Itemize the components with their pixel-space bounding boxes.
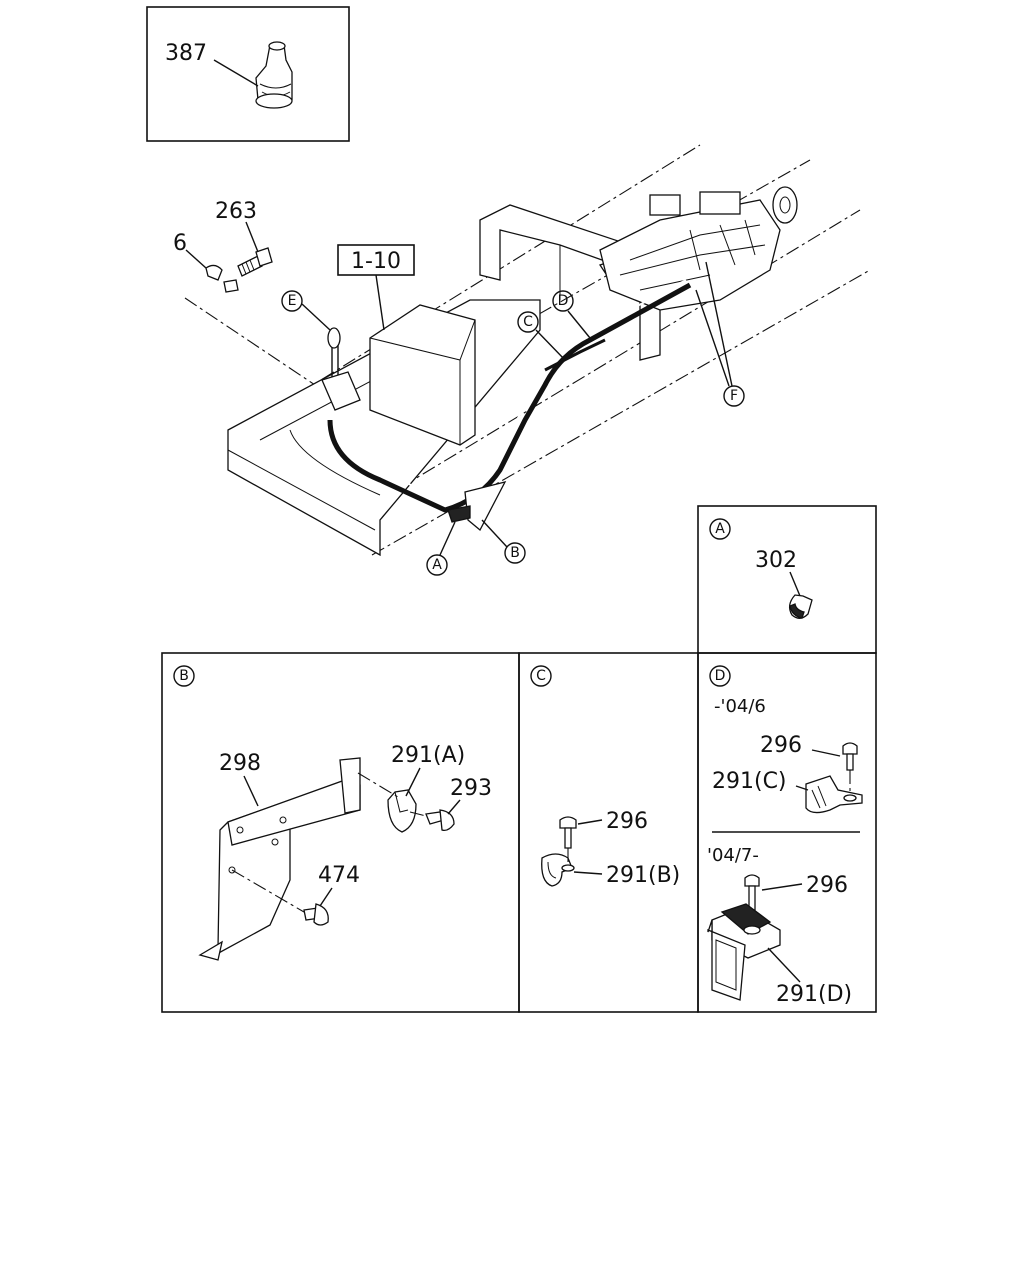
grommet-387-part bbox=[255, 41, 293, 109]
label-6[interactable]: 6 bbox=[173, 231, 187, 256]
detail-D-letter[interactable]: D bbox=[709, 665, 731, 687]
svg-text:A: A bbox=[715, 521, 725, 537]
leader-dash-293 bbox=[409, 811, 427, 817]
label-291D[interactable]: 291(D) bbox=[776, 982, 852, 1007]
clip-291A-part bbox=[387, 789, 417, 833]
leader-291B bbox=[573, 871, 603, 875]
callout-E[interactable]: E bbox=[281, 290, 303, 312]
label-296-d-late[interactable]: 296 bbox=[806, 873, 848, 898]
detail-B: B 298 291(A) 293 bbox=[161, 652, 520, 1013]
frame-rail-line bbox=[379, 209, 861, 501]
detail-D: D -'04/6 296 291(C) '04/7- 296 bbox=[697, 652, 877, 1013]
ref-1-10-label[interactable]: 1-10 bbox=[351, 249, 401, 274]
svg-text:F: F bbox=[730, 388, 738, 404]
clip-291C-part bbox=[805, 775, 863, 814]
svg-text:D: D bbox=[715, 668, 726, 684]
label-263[interactable]: 263 bbox=[215, 199, 257, 224]
clip-291B-part bbox=[541, 853, 575, 887]
callout-B[interactable]: B bbox=[504, 542, 526, 564]
leader-F bbox=[705, 261, 733, 387]
label-298[interactable]: 298 bbox=[219, 751, 261, 776]
label-296-c[interactable]: 296 bbox=[606, 809, 648, 834]
svg-text:A: A bbox=[432, 557, 442, 573]
bolt-296-c-part bbox=[559, 816, 577, 849]
frame-rail-line bbox=[236, 144, 701, 433]
leader-1-10 bbox=[375, 274, 385, 331]
svg-text:B: B bbox=[510, 545, 520, 561]
leader-C bbox=[535, 329, 566, 361]
leader-474 bbox=[319, 887, 333, 907]
main-assembly: 263 6 1-10 E D C F bbox=[173, 144, 871, 576]
leader-dash-291A bbox=[357, 772, 399, 798]
leader-F bbox=[695, 289, 730, 387]
callout-D[interactable]: D bbox=[552, 290, 574, 312]
callout-F[interactable]: F bbox=[723, 385, 745, 407]
svg-text:D: D bbox=[558, 293, 569, 309]
leader-291A bbox=[405, 767, 421, 797]
leader-296-c bbox=[577, 819, 603, 825]
bracket-298-part bbox=[198, 757, 361, 961]
label-291A[interactable]: 291(A) bbox=[391, 743, 465, 768]
callout-C[interactable]: C bbox=[517, 311, 539, 333]
leader-302 bbox=[789, 571, 801, 597]
leader-293 bbox=[447, 799, 461, 815]
clip-291D-part bbox=[707, 903, 781, 1001]
clamp-302-part bbox=[788, 594, 813, 619]
clip-6-part bbox=[205, 264, 239, 293]
svg-text:B: B bbox=[179, 668, 189, 684]
leader-6 bbox=[185, 249, 207, 269]
leader-263 bbox=[245, 221, 259, 253]
leader-B bbox=[481, 519, 508, 548]
leader-dash-474 bbox=[231, 869, 305, 913]
svg-text:E: E bbox=[288, 293, 297, 309]
detail-C: C 296 291(B) bbox=[518, 652, 699, 1013]
seat-box bbox=[369, 304, 476, 446]
leader-291C bbox=[795, 785, 809, 791]
range-early: -'04/6 bbox=[714, 696, 766, 717]
detail-B-letter[interactable]: B bbox=[173, 665, 195, 687]
svg-text:C: C bbox=[536, 668, 546, 684]
label-293[interactable]: 293 bbox=[450, 776, 492, 801]
shift-lever bbox=[321, 327, 361, 411]
bottom-bracket bbox=[447, 481, 507, 532]
detail-D-frame bbox=[697, 652, 877, 1013]
callout-A[interactable]: A bbox=[426, 554, 448, 576]
leader-E bbox=[301, 303, 331, 331]
leader-387 bbox=[213, 59, 259, 87]
leader-291D bbox=[767, 947, 801, 983]
bolt-474-part bbox=[303, 903, 329, 926]
detail-A: A 302 bbox=[697, 505, 877, 654]
bolt-293-part bbox=[425, 809, 455, 832]
label-291C[interactable]: 291(C) bbox=[712, 769, 787, 794]
label-387[interactable]: 387 bbox=[165, 41, 207, 66]
leader-296-d-late bbox=[761, 883, 803, 891]
transmission bbox=[599, 186, 798, 311]
label-296-d-early[interactable]: 296 bbox=[760, 733, 802, 758]
label-302[interactable]: 302 bbox=[755, 548, 797, 573]
inset-387-frame bbox=[146, 6, 350, 142]
leader-298 bbox=[243, 775, 259, 807]
detail-C-letter[interactable]: C bbox=[530, 665, 552, 687]
leader-A bbox=[439, 521, 456, 556]
leader-296-d-early bbox=[811, 749, 841, 757]
label-474[interactable]: 474 bbox=[318, 863, 360, 888]
detail-A-letter[interactable]: A bbox=[709, 518, 731, 540]
range-late: '04/7- bbox=[707, 845, 759, 866]
bolt-296-d-early-part bbox=[842, 742, 858, 771]
svg-text:C: C bbox=[523, 314, 533, 330]
leader-D bbox=[567, 310, 591, 339]
inset-387: 387 bbox=[146, 6, 350, 142]
label-291B[interactable]: 291(B) bbox=[606, 863, 680, 888]
leader-dashdot-6-263 bbox=[184, 297, 331, 396]
bolt-263-part bbox=[237, 247, 273, 277]
